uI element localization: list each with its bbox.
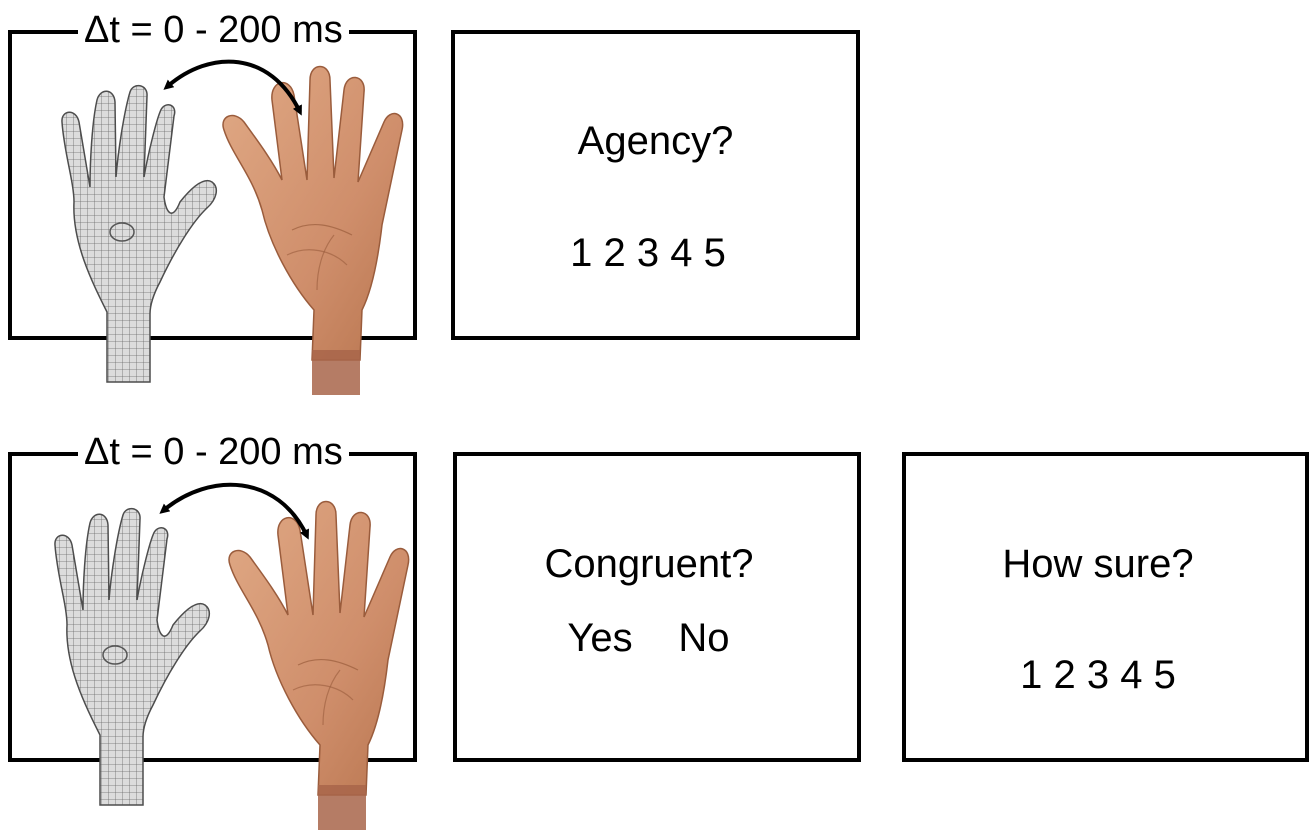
agency-question-frame [451,30,860,340]
confidence-question-frame [902,452,1309,762]
real-hand-2 [228,500,410,831]
confidence-rating-scale: 1 2 3 4 5 [1020,653,1176,697]
no-option: No [678,616,730,660]
yes-option: Yes [567,616,633,660]
congruence-question-frame [453,452,861,762]
time-window-label-1: Δt = 0 - 200 ms [78,8,349,52]
congruence-question: Congruent? [544,542,754,586]
agency-rating-scale: 1 2 3 4 5 [570,231,726,275]
time-window-label-2: Δt = 0 - 200 ms [78,430,349,474]
virtual-mesh-hand-2 [54,507,211,806]
delay-arrow-2 [159,482,309,540]
virtual-mesh-hand-1 [61,84,218,383]
real-hand-1 [222,65,404,396]
agency-question: Agency? [577,119,734,163]
delay-arrow-1 [163,59,302,116]
confidence-question: How sure? [1002,542,1194,586]
